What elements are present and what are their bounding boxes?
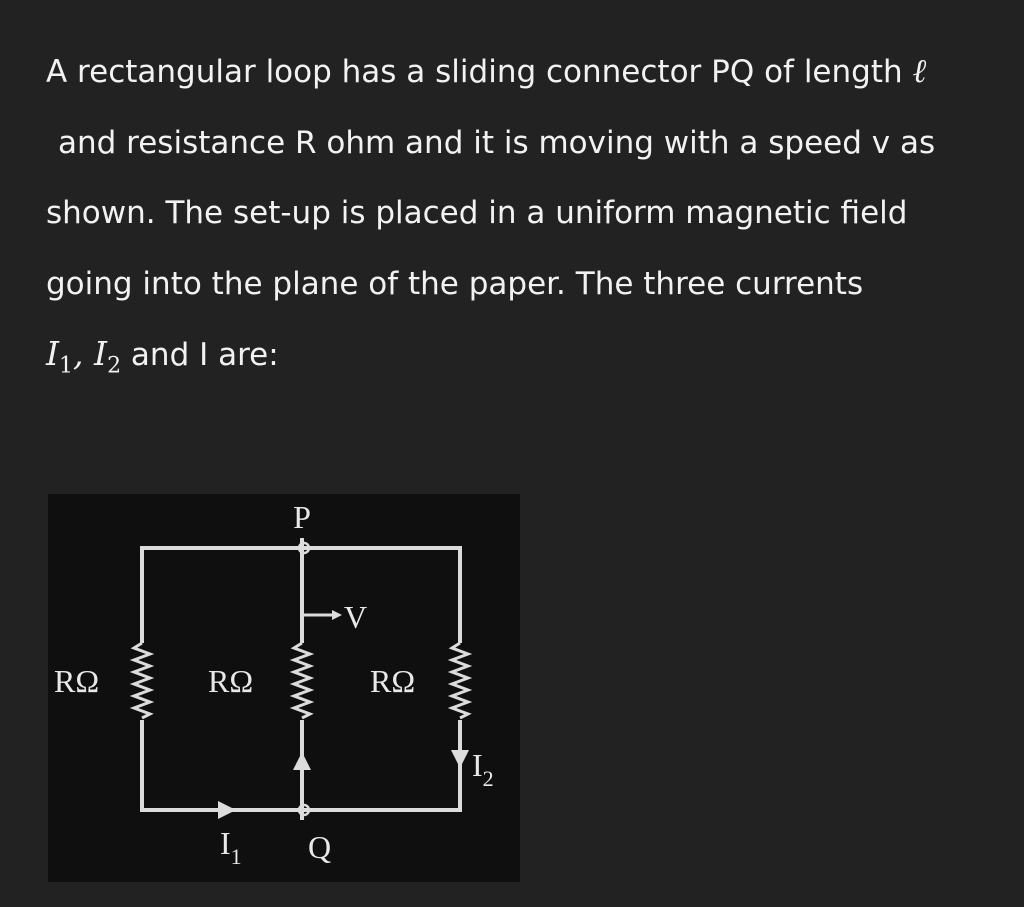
resistor-left: [129, 641, 155, 720]
label-resistor-left: RΩ: [54, 663, 99, 699]
ell-symbol: ℓ: [912, 51, 927, 90]
label-q: Q: [308, 829, 331, 865]
label-resistor-right: RΩ: [370, 663, 415, 699]
contact-p: [297, 541, 311, 555]
middle-current-arrow: [293, 752, 311, 770]
i2-sub: 2: [107, 353, 122, 379]
text: and I are:: [121, 337, 279, 373]
question-text: A rectangular loop has a sliding connect…: [46, 36, 1006, 402]
i2: I: [94, 334, 108, 373]
circuit-svg: P Q V RΩ RΩ RΩ I1 I2: [54, 499, 494, 869]
text: A rectangular loop has a sliding connect…: [46, 54, 913, 90]
i2-letter: I: [472, 747, 483, 783]
i2-sub: 2: [483, 766, 494, 791]
wires: [129, 538, 473, 820]
contact-q: [297, 803, 311, 817]
label-i2: I2: [472, 747, 494, 791]
label-p: P: [293, 499, 311, 535]
i1-letter: I: [220, 825, 231, 861]
question-line-4: going into the plane of the paper. The t…: [46, 265, 864, 302]
velocity-arrowhead: [332, 610, 342, 620]
i2-arrow: [451, 750, 469, 768]
i1-sub: 1: [59, 353, 74, 379]
question-line-2: and resistance R ohm and it is moving wi…: [58, 124, 936, 161]
resistor-right: [447, 641, 473, 720]
i2-symbol: I2: [94, 334, 121, 379]
label-i1: I1: [220, 825, 242, 869]
circuit-diagram: P Q V RΩ RΩ RΩ I1 I2: [48, 494, 520, 882]
i1-sub: 1: [231, 844, 242, 869]
arrows: [218, 610, 469, 819]
i1: I: [46, 334, 60, 373]
i1-symbol: I1: [46, 334, 73, 379]
question-line-5: I1, I2 and I are:: [46, 319, 1006, 402]
comma: ,: [73, 334, 95, 373]
label-resistor-middle: RΩ: [208, 663, 253, 699]
i1-arrow: [218, 801, 236, 819]
question-line-1: A rectangular loop has a sliding connect…: [46, 36, 1006, 108]
resistor-middle: [289, 641, 315, 720]
question-line-3: shown. The set-up is placed in a uniform…: [46, 195, 908, 231]
label-v: V: [344, 599, 367, 635]
